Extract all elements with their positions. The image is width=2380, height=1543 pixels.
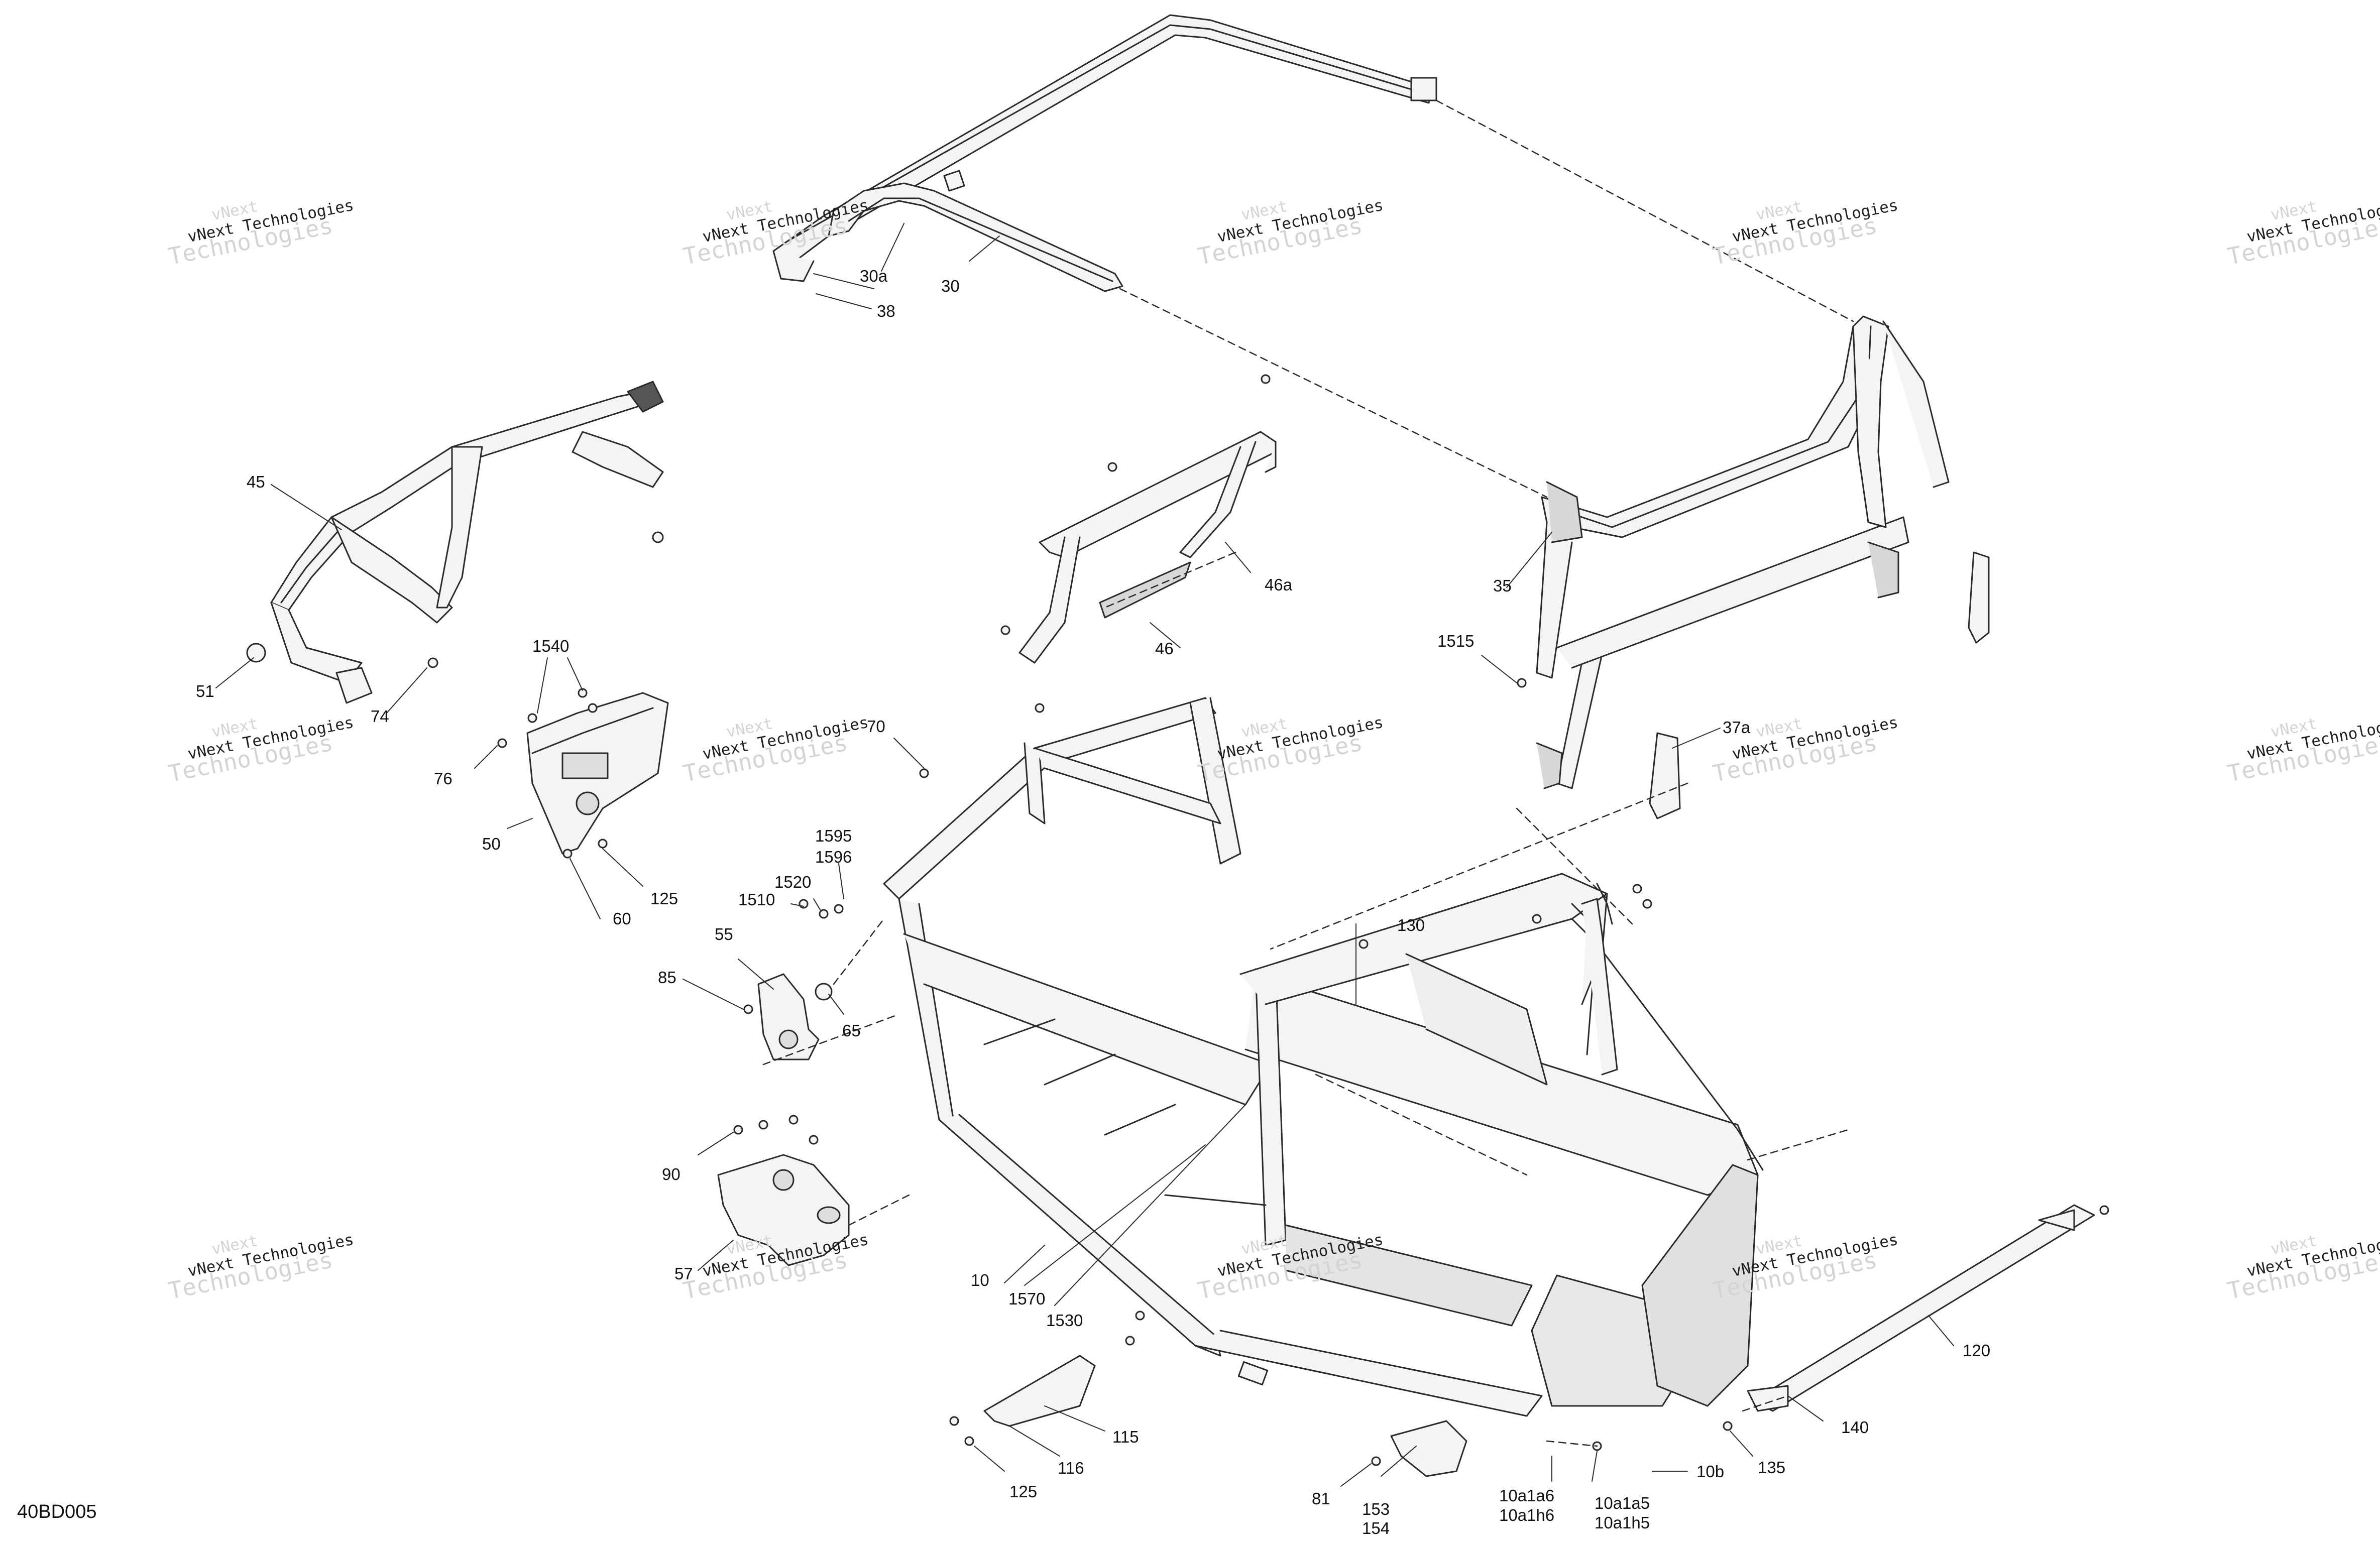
callout-51[interactable]: 51 [196,682,214,700]
side-rail-120-part [1747,1204,2095,1412]
bracket-50-part [526,692,669,855]
engine-mount-57-part [717,1154,850,1266]
callout-125-lower[interactable]: 125 [1009,1482,1038,1501]
callout-1595[interactable]: 1595 [815,826,852,845]
callout-1510[interactable]: 1510 [738,890,775,909]
callout-50[interactable]: 50 [482,835,501,853]
engine-mount-55-part [757,973,833,1060]
callout-10b[interactable]: 10b [1696,1462,1725,1481]
callout-46[interactable]: 46 [1155,639,1174,658]
bracket-assembly-46-part [1018,431,1277,664]
callout-1570[interactable]: 1570 [1008,1289,1046,1308]
assembly-dashed-lines [762,99,1854,1447]
callout-90[interactable]: 90 [662,1165,681,1183]
callout-10a1a6[interactable]: 10a1a6 [1499,1486,1555,1505]
callout-1520[interactable]: 1520 [774,873,812,891]
rear-cage-part [1536,315,1950,789]
callout-30[interactable]: 30 [941,277,960,295]
callout-37a[interactable]: 37a [1723,718,1751,737]
callout-30a[interactable]: 30a [860,267,888,285]
callout-125-upper[interactable]: 125 [650,889,678,908]
callout-1596[interactable]: 1596 [815,848,852,866]
bracket-115-part [983,1355,1096,1427]
callout-140[interactable]: 140 [1841,1418,1869,1437]
roof-top-bar-part [772,14,1437,292]
callout-153[interactable]: 153 [1362,1500,1390,1518]
callout-57[interactable]: 57 [674,1264,693,1283]
callout-10a1h6[interactable]: 10a1h6 [1499,1506,1555,1524]
fastener-marks [427,374,2109,1466]
callout-70[interactable]: 70 [867,717,885,736]
front-bumper-part [246,381,664,704]
callout-60[interactable]: 60 [613,909,631,928]
rear-cage-clamp-parts [1649,551,1990,819]
callout-55[interactable]: 55 [715,925,733,943]
callout-10a1a5[interactable]: 10a1a5 [1595,1494,1650,1512]
callout-85[interactable]: 85 [658,968,676,987]
callout-74[interactable]: 74 [371,707,389,726]
callout-120[interactable]: 120 [1963,1341,1991,1360]
callout-35[interactable]: 35 [1493,576,1512,595]
bracket-153-part [1390,1420,1467,1477]
drawing-code: 40BD005 [17,1501,97,1522]
callout-1530[interactable]: 1530 [1046,1311,1083,1330]
callout-115[interactable]: 115 [1112,1428,1139,1446]
callout-130[interactable]: 130 [1397,916,1425,934]
callout-81[interactable]: 81 [1312,1489,1330,1508]
callout-1515[interactable]: 1515 [1437,632,1475,650]
callout-135[interactable]: 135 [1758,1458,1786,1477]
callout-10[interactable]: 10 [971,1271,989,1289]
callout-45[interactable]: 45 [247,472,265,491]
callout-1540[interactable]: 1540 [532,637,570,655]
callout-65[interactable]: 65 [842,1021,861,1040]
callout-10a1h5[interactable]: 10a1h5 [1595,1513,1650,1532]
callout-leaders [215,223,1954,1487]
main-frame-part [883,697,1764,1417]
callout-38[interactable]: 38 [877,302,895,320]
callout-46a[interactable]: 46a [1265,575,1293,594]
callout-116[interactable]: 116 [1058,1459,1084,1477]
callout-154[interactable]: 154 [1362,1519,1390,1537]
callout-76[interactable]: 76 [434,769,452,788]
